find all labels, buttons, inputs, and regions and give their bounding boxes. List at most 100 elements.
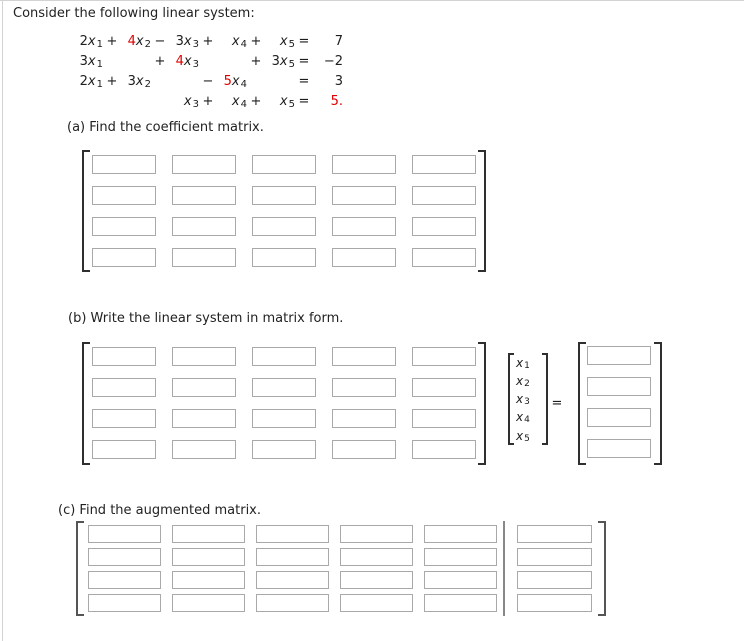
equation-operator: + xyxy=(250,53,262,69)
matrix-cell-input[interactable] xyxy=(92,440,156,459)
matrix-cell-input[interactable] xyxy=(172,248,236,267)
matrix-cell-input[interactable] xyxy=(412,347,476,366)
matrix-cell-input[interactable] xyxy=(332,155,396,174)
matrix-cell-input[interactable] xyxy=(412,378,476,397)
matrix-cell-input[interactable] xyxy=(587,346,651,365)
matrix-cell-input[interactable] xyxy=(252,378,316,397)
matrix-cell-input[interactable] xyxy=(92,409,156,428)
matrix-cell-input[interactable] xyxy=(412,409,476,428)
matrix-cell-input[interactable] xyxy=(252,409,316,428)
matrix-cell-input[interactable] xyxy=(252,248,316,267)
matrix-cell-input[interactable] xyxy=(587,439,651,458)
matrix-cell-input[interactable] xyxy=(340,525,413,543)
matrix-cell-input[interactable] xyxy=(332,186,396,205)
matrix-cell-input[interactable] xyxy=(332,409,396,428)
matrix-cell-input[interactable] xyxy=(172,186,236,205)
vector-variable: x xyxy=(516,392,524,406)
matrix-cell-input[interactable] xyxy=(587,377,651,396)
equation-rhs-value: 5. xyxy=(330,93,343,109)
matrix-cell-input[interactable] xyxy=(332,217,396,236)
term-variable: x xyxy=(87,73,96,89)
coefficient-matrix xyxy=(82,150,486,272)
matrix-cell-input[interactable] xyxy=(424,525,497,543)
matrix-cell-input[interactable] xyxy=(92,186,156,205)
matrix-cell-input[interactable] xyxy=(252,186,316,205)
term-subscript: 4 xyxy=(240,98,247,110)
term-variable: x xyxy=(231,93,240,109)
matrix-cell-input[interactable] xyxy=(172,217,236,236)
matrix-cell-input[interactable] xyxy=(88,571,161,589)
term-subscript: 3 xyxy=(192,38,199,50)
matrix-cell-input[interactable] xyxy=(517,571,592,589)
term-variable: x xyxy=(87,33,96,49)
matrix-cell-input[interactable] xyxy=(517,594,592,612)
equation-equals: = xyxy=(298,93,310,109)
matrix-cell-input[interactable] xyxy=(332,440,396,459)
matrix-cell-input[interactable] xyxy=(252,347,316,366)
matrix-cell-input[interactable] xyxy=(92,347,156,366)
matrix-cell-input[interactable] xyxy=(172,440,236,459)
matrix-cell-input[interactable] xyxy=(172,155,236,174)
matrix-cell-input[interactable] xyxy=(587,408,651,427)
matrix-cell-input[interactable] xyxy=(412,248,476,267)
vector-variable: x xyxy=(516,410,524,425)
matrix-left-bracket xyxy=(578,342,586,465)
matrix-cell-input[interactable] xyxy=(332,347,396,366)
matrix-cell-input[interactable] xyxy=(172,571,245,589)
matrix-cell-input[interactable] xyxy=(340,548,413,566)
vector-variable: x xyxy=(516,355,524,370)
matrix-cell-input[interactable] xyxy=(412,217,476,236)
term-coefficient: 2 xyxy=(79,73,88,89)
matrix-cell-input[interactable] xyxy=(256,594,329,612)
matrix-cell-input[interactable] xyxy=(517,525,592,543)
matrix-cell-input[interactable] xyxy=(92,248,156,267)
matrix-cell-grid xyxy=(92,155,476,267)
matrix-cell-input[interactable] xyxy=(424,571,497,589)
matrix-right-bracket xyxy=(598,521,606,616)
matrix-form-b-column xyxy=(578,342,662,465)
matrix-cell-input[interactable] xyxy=(412,440,476,459)
matrix-cell-input[interactable] xyxy=(92,155,156,174)
matrix-cell-input[interactable] xyxy=(92,378,156,397)
matrix-cell-input[interactable] xyxy=(256,548,329,566)
matrix-cell-input[interactable] xyxy=(412,155,476,174)
matrix-cell-input[interactable] xyxy=(340,571,413,589)
matrix-cell-input[interactable] xyxy=(252,155,316,174)
matrix-cell-input[interactable] xyxy=(252,440,316,459)
matrix-cell-input[interactable] xyxy=(172,548,245,566)
matrix-cell-input[interactable] xyxy=(172,594,245,612)
equation-equals: = xyxy=(298,33,310,49)
matrix-cell-input[interactable] xyxy=(256,525,329,543)
term-variable: x xyxy=(183,53,192,69)
matrix-cell-input[interactable] xyxy=(172,378,236,397)
term-coefficient: 4 xyxy=(175,53,184,69)
matrix-cell-input[interactable] xyxy=(332,378,396,397)
matrix-right-bracket xyxy=(478,342,486,465)
matrix-cell-input[interactable] xyxy=(424,548,497,566)
matrix-cell-input[interactable] xyxy=(252,217,316,236)
matrix-cell-input[interactable] xyxy=(340,594,413,612)
matrix-cell-input[interactable] xyxy=(412,186,476,205)
matrix-cell-input[interactable] xyxy=(424,594,497,612)
matrix-cell-input[interactable] xyxy=(88,594,161,612)
term-subscript: 2 xyxy=(144,78,151,90)
term-coefficient: 3 xyxy=(175,33,184,49)
equation-operator: + xyxy=(106,33,118,49)
matrix-cell-input[interactable] xyxy=(256,571,329,589)
equation-rhs-value: −2 xyxy=(323,53,343,69)
matrix-cell-input[interactable] xyxy=(172,347,236,366)
matrix-cell-input[interactable] xyxy=(172,525,245,543)
term-subscript: 5 xyxy=(288,38,295,50)
matrix-cell-input[interactable] xyxy=(88,525,161,543)
matrix-cell-input[interactable] xyxy=(88,548,161,566)
matrix-cell-input[interactable] xyxy=(92,217,156,236)
matrix-cell-input[interactable] xyxy=(172,409,236,428)
matrix-cell-input[interactable] xyxy=(332,248,396,267)
matrix-cell-input[interactable] xyxy=(517,548,592,566)
